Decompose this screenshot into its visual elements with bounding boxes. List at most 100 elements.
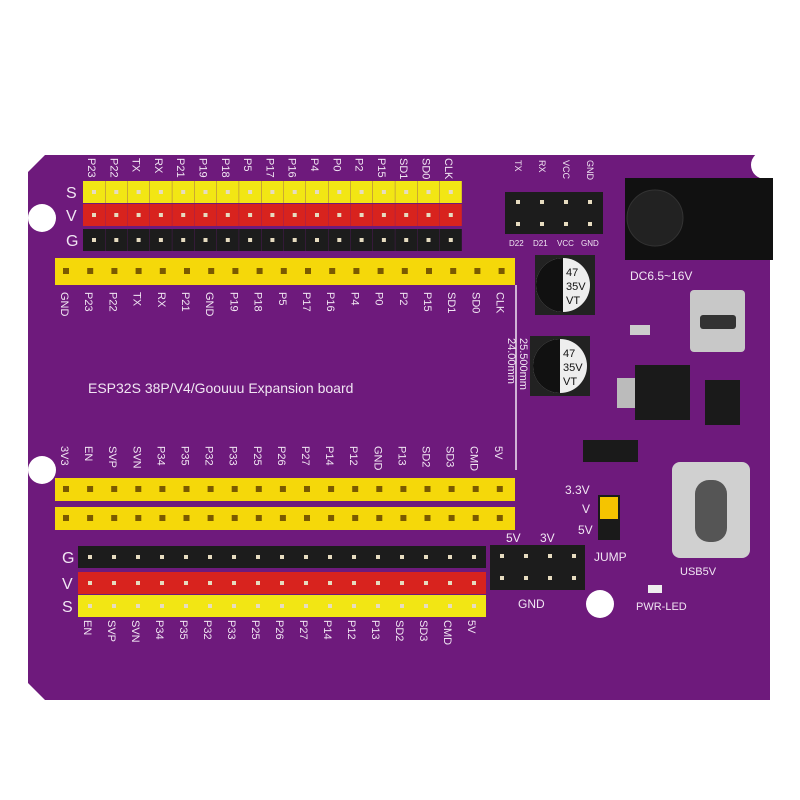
female-socket[interactable] <box>183 515 190 521</box>
female-socket[interactable] <box>255 515 262 521</box>
uart-header[interactable] <box>505 192 603 234</box>
pin-tip <box>588 222 592 226</box>
pin-tip <box>256 555 260 559</box>
female-socket[interactable] <box>352 486 359 492</box>
female-socket[interactable] <box>304 486 310 492</box>
pin-label: SD3 <box>417 620 429 641</box>
female-socket[interactable] <box>87 515 94 521</box>
female-socket[interactable] <box>280 268 287 274</box>
female-socket[interactable] <box>424 515 431 521</box>
female-socket[interactable] <box>279 515 286 521</box>
jump-option-v: V <box>582 502 590 516</box>
uart-label: VCC <box>557 239 574 248</box>
female-socket[interactable] <box>208 268 215 274</box>
female-socket[interactable] <box>255 486 262 492</box>
pin-tip <box>516 200 520 204</box>
pin-label: CMD <box>441 620 453 645</box>
power-gnd-label: GND <box>518 597 545 611</box>
female-socket[interactable] <box>87 268 94 274</box>
female-socket[interactable] <box>305 268 311 274</box>
female-socket[interactable] <box>111 268 118 274</box>
mount-hole <box>28 204 56 232</box>
pin-tip <box>448 581 452 585</box>
female-socket[interactable] <box>207 515 214 521</box>
pin-tip <box>136 581 140 585</box>
power-header[interactable] <box>490 545 585 590</box>
female-socket[interactable] <box>183 486 190 492</box>
voltage-regulator <box>635 365 690 420</box>
pin-label: P23 <box>85 158 97 178</box>
female-socket[interactable] <box>111 515 118 521</box>
pin-tip <box>424 581 428 585</box>
female-socket[interactable] <box>256 268 263 274</box>
female-socket[interactable] <box>63 515 69 521</box>
female-socket[interactable] <box>159 486 166 492</box>
female-socket[interactable] <box>376 486 383 492</box>
female-socket[interactable] <box>496 486 503 492</box>
female-socket[interactable] <box>400 486 407 492</box>
female-socket[interactable] <box>135 515 142 521</box>
female-socket[interactable] <box>377 268 384 274</box>
pin-tip <box>270 190 275 194</box>
pin-label: P13 <box>395 446 407 466</box>
jumper-cap[interactable] <box>600 497 618 519</box>
pin-label: P33 <box>227 446 239 466</box>
pin-tip <box>426 213 431 217</box>
female-socket[interactable] <box>450 268 457 274</box>
female-socket[interactable] <box>424 486 431 492</box>
female-socket[interactable] <box>159 515 166 521</box>
female-socket[interactable] <box>63 486 69 492</box>
female-socket[interactable] <box>111 486 118 492</box>
female-socket[interactable] <box>496 515 503 521</box>
female-socket[interactable] <box>498 268 505 274</box>
female-socket[interactable] <box>207 486 214 492</box>
pin-tip <box>88 581 92 585</box>
female-socket[interactable] <box>231 486 238 492</box>
pin-tip <box>448 238 453 242</box>
pin-tip <box>136 238 141 242</box>
female-socket[interactable] <box>353 268 360 274</box>
female-socket[interactable] <box>472 515 479 521</box>
pin-tip <box>181 238 186 242</box>
female-socket[interactable] <box>401 268 408 274</box>
female-socket[interactable] <box>328 486 335 492</box>
pin-tip <box>426 190 431 194</box>
pin-tip <box>160 555 164 559</box>
female-socket[interactable] <box>279 486 286 492</box>
female-socket[interactable] <box>135 268 142 274</box>
female-socket[interactable] <box>448 486 455 492</box>
female-socket[interactable] <box>184 268 190 274</box>
pin-tip <box>472 604 476 608</box>
pin-tip <box>280 604 284 608</box>
pin-label: P25 <box>249 620 261 640</box>
female-socket[interactable] <box>232 268 239 274</box>
female-socket[interactable] <box>135 486 142 492</box>
female-socket[interactable] <box>231 515 238 521</box>
female-socket[interactable] <box>426 268 432 274</box>
pin-label: P16 <box>286 158 298 178</box>
female-socket[interactable] <box>87 486 94 492</box>
female-socket[interactable] <box>448 515 455 521</box>
female-socket[interactable] <box>159 268 166 274</box>
pin-label: P23 <box>82 292 94 312</box>
pin-label: SD3 <box>444 446 456 467</box>
pin-tip <box>315 238 319 242</box>
pin-label: P26 <box>275 446 287 466</box>
female-socket[interactable] <box>63 268 69 274</box>
female-socket[interactable] <box>376 515 383 521</box>
power-5v-label: 5V <box>506 531 521 545</box>
pin-label: P19 <box>197 158 209 178</box>
mount-hole <box>751 151 779 179</box>
pin-tip <box>184 581 188 585</box>
row-letter: V <box>62 576 73 593</box>
pin-tip <box>92 213 96 217</box>
pin-tip <box>472 581 476 585</box>
female-socket[interactable] <box>400 515 407 521</box>
female-socket[interactable] <box>329 268 336 274</box>
female-socket[interactable] <box>352 515 359 521</box>
female-socket[interactable] <box>304 515 310 521</box>
female-socket[interactable] <box>474 268 481 274</box>
female-socket[interactable] <box>328 515 335 521</box>
female-socket[interactable] <box>472 486 479 492</box>
pin-tip <box>225 190 230 194</box>
